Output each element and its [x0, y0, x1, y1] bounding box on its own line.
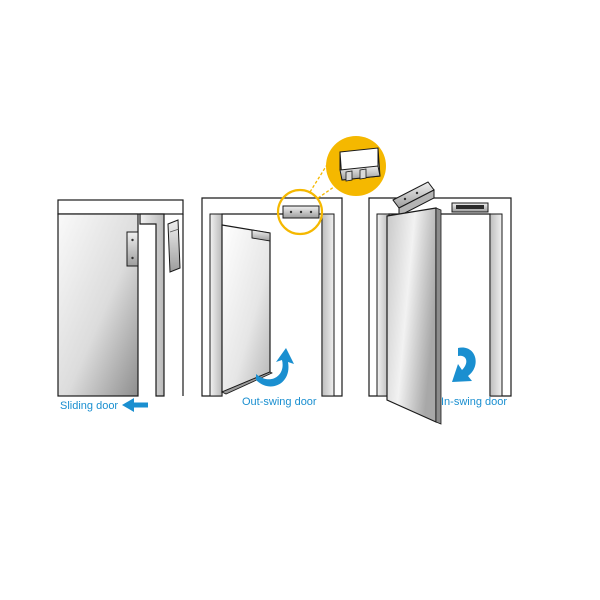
- magnified-bracket-callout: [326, 136, 386, 196]
- out-swing-door-panel: Out-swing door: [201, 136, 386, 408]
- in-swing-caption: In-swing door: [441, 396, 507, 408]
- sliding-door-header: [57, 199, 184, 215]
- in-swing-leaf: [386, 207, 437, 423]
- sliding-door-frame: [139, 213, 165, 397]
- armature-plate: [126, 231, 139, 267]
- sliding-door-panel: Sliding door: [57, 199, 184, 412]
- callout-ring: [276, 188, 324, 236]
- left-arrow-icon: [122, 398, 148, 412]
- out-swing-armature: [251, 229, 271, 242]
- curved-arrow-up-icon: [256, 348, 294, 387]
- out-swing-caption: Out-swing door: [242, 396, 317, 408]
- sliding-door-caption: Sliding door: [60, 400, 118, 412]
- curved-arrow-down-icon: [452, 347, 476, 382]
- out-swing-leaf: [221, 224, 271, 393]
- sliding-door-leaf: [57, 213, 139, 397]
- in-swing-door-panel: In-swing door: [368, 181, 512, 425]
- magnetic-lock: [167, 219, 181, 273]
